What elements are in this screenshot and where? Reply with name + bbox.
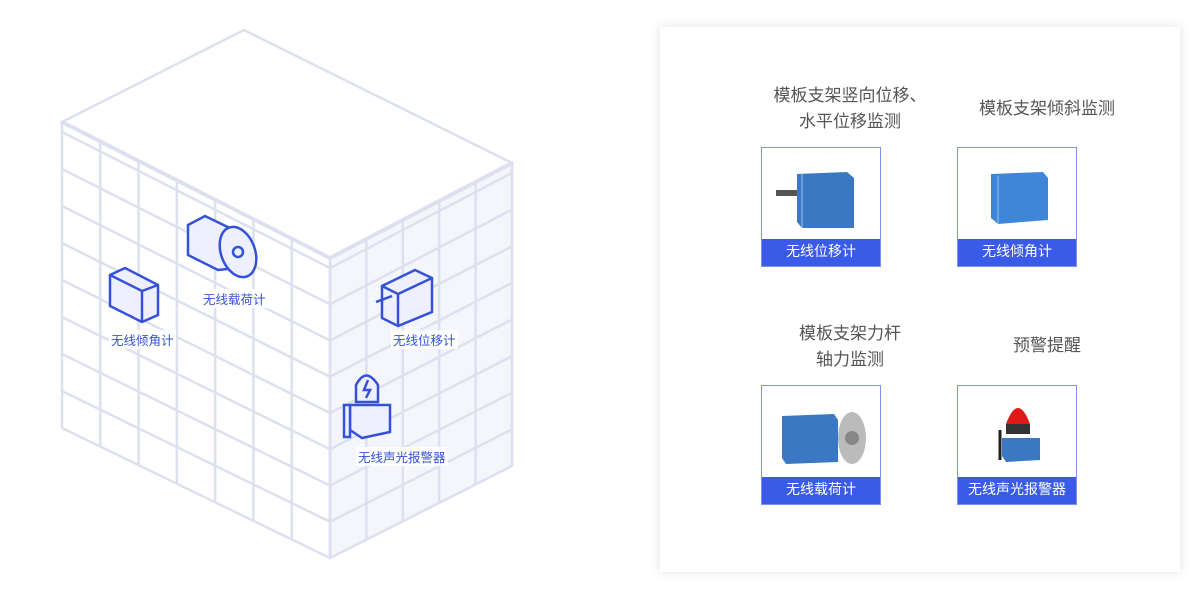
grid-line bbox=[61, 352, 331, 487]
grid-line bbox=[329, 428, 513, 523]
product-label: 无线声光报警器 bbox=[958, 477, 1076, 504]
section-title-axial-force: 模板支架力杆轴力监测 bbox=[750, 321, 950, 373]
displacement-meter-photo bbox=[776, 172, 854, 228]
grid-line bbox=[329, 391, 513, 487]
grid-line bbox=[329, 208, 513, 306]
product-label: 无线载荷计 bbox=[762, 477, 880, 504]
grid-line bbox=[243, 29, 513, 164]
product-card-tilt-meter[interactable]: 无线倾角计 bbox=[957, 147, 1077, 267]
grid-line bbox=[329, 281, 513, 378]
grid-line bbox=[61, 389, 331, 523]
grid-line bbox=[61, 241, 331, 378]
scene-label-displacement-meter: 无线位移计 bbox=[391, 330, 458, 349]
scene-label-tilt-meter: 无线倾角计 bbox=[109, 330, 176, 349]
building-illustration bbox=[59, 28, 515, 561]
grid-line bbox=[61, 278, 331, 415]
grid-line bbox=[329, 171, 513, 270]
product-card-load-meter[interactable]: 无线载荷计 bbox=[761, 385, 881, 505]
grid-line bbox=[61, 120, 331, 260]
tilt-meter-photo bbox=[991, 172, 1048, 224]
product-card-displacement-meter[interactable]: 无线位移计 bbox=[761, 147, 881, 267]
section-title-alarm: 预警提醒 bbox=[947, 333, 1147, 359]
title-line: 预警提醒 bbox=[1013, 336, 1081, 356]
load-meter-photo bbox=[782, 412, 866, 464]
title-line: 模板支架竖向位移、 bbox=[773, 86, 927, 106]
scene-label-load-meter: 无线载荷计 bbox=[201, 289, 268, 308]
grid-line bbox=[61, 426, 331, 560]
grid-line bbox=[61, 204, 331, 342]
alarm-photo bbox=[998, 408, 1040, 462]
alarm-icon bbox=[342, 374, 392, 440]
product-card-alarm[interactable]: 无线声光报警器 bbox=[957, 385, 1077, 505]
tilt-meter-icon bbox=[108, 266, 160, 324]
scene-label-alarm: 无线声光报警器 bbox=[356, 447, 448, 466]
grid-line bbox=[329, 464, 513, 560]
product-label: 无线位移计 bbox=[762, 239, 880, 266]
title-line: 模板支架力杆 bbox=[799, 324, 901, 344]
monitoring-panel: 模板支架竖向位移、水平位移监测 模板支架倾斜监测 模板支架力杆轴力监测 预警提醒… bbox=[660, 27, 1180, 572]
grid-line bbox=[61, 29, 245, 123]
product-label: 无线倾角计 bbox=[958, 239, 1076, 266]
grid-line bbox=[61, 315, 331, 451]
grid-line bbox=[61, 130, 331, 270]
title-line: 轴力监测 bbox=[816, 350, 884, 370]
title-line: 水平位移监测 bbox=[799, 112, 901, 132]
section-title-displacement: 模板支架竖向位移、水平位移监测 bbox=[750, 83, 950, 135]
title-line: 模板支架倾斜监测 bbox=[979, 99, 1115, 119]
section-title-tilt: 模板支架倾斜监测 bbox=[947, 96, 1147, 122]
grid-line bbox=[329, 161, 513, 260]
displacement-meter-icon bbox=[375, 268, 434, 328]
load-meter-icon bbox=[186, 214, 258, 279]
